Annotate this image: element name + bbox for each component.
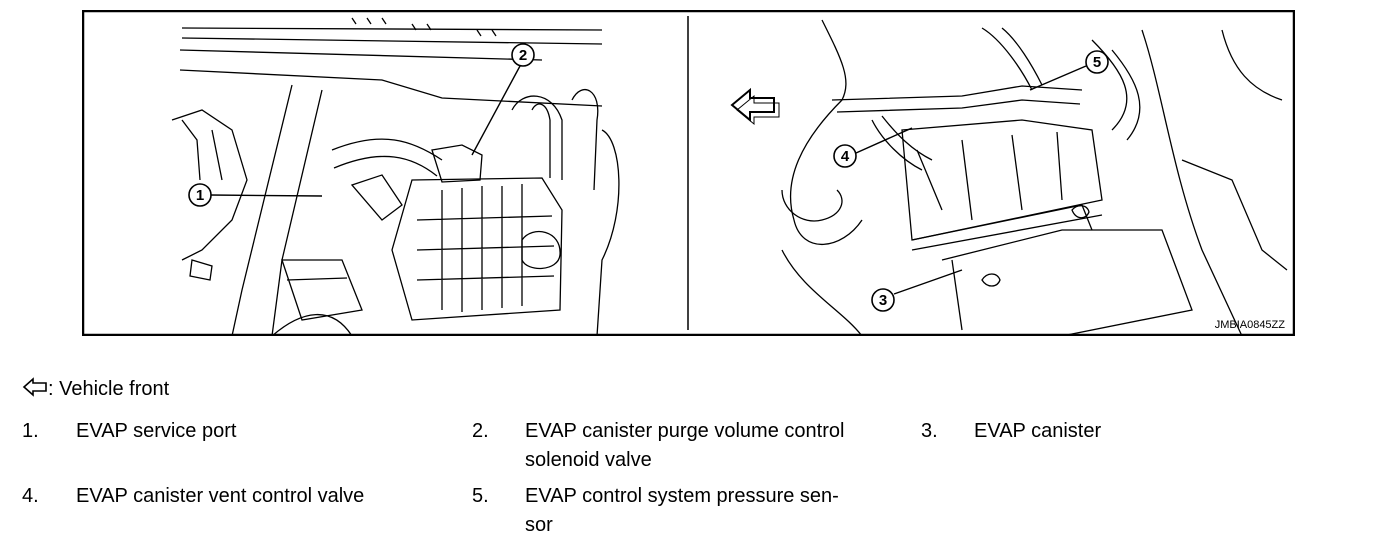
item-number: 3. <box>921 420 938 442</box>
item-text: EVAP service port <box>76 420 237 442</box>
legend-text: : Vehicle front <box>48 378 170 400</box>
item-text: EVAP canister vent control valve <box>76 485 365 507</box>
item-number: 5. <box>472 485 489 507</box>
item-number: 2. <box>472 420 489 442</box>
list-item-3: 3. EVAP canister <box>921 417 1181 447</box>
item-text-line2: solenoid valve <box>525 449 652 471</box>
svg-text:1: 1 <box>196 187 204 204</box>
list-item-1: 1. EVAP service port <box>22 417 442 447</box>
callout-2: 2 <box>471 43 535 156</box>
callout-4: 4 <box>833 127 913 168</box>
item-text-line1: EVAP control system pressure sen- <box>525 485 839 507</box>
svg-text:5: 5 <box>1093 54 1101 71</box>
item-text: EVAP canister <box>974 420 1102 442</box>
list-item-4: 4. EVAP canister vent control valve <box>22 482 442 512</box>
svg-text:2: 2 <box>519 47 527 64</box>
legend-vehicle-front: : Vehicle front <box>22 376 169 401</box>
left-panel-drawing <box>171 17 620 336</box>
list-item-2: 2. EVAP canister purge volume control so… <box>472 417 912 477</box>
right-panel-drawing <box>781 19 1288 336</box>
item-number: 4. <box>22 485 39 507</box>
component-location-figure: 1 2 <box>82 10 1295 336</box>
callout-1: 1 <box>188 183 323 207</box>
hollow-arrow-left-icon <box>22 376 48 398</box>
item-number: 1. <box>22 420 39 442</box>
figure-code: JMBIA0845ZZ <box>1215 319 1286 331</box>
item-text-line2: sor <box>525 514 553 536</box>
svg-text:4: 4 <box>841 148 850 165</box>
svg-text:3: 3 <box>879 292 887 309</box>
item-text-line1: EVAP canister purge volume control <box>525 420 845 442</box>
list-item-5: 5. EVAP control system pressure sen- sor <box>472 482 912 542</box>
vehicle-front-arrow-icon <box>730 87 780 126</box>
callout-3: 3 <box>871 269 963 312</box>
callout-5: 5 <box>1029 50 1109 91</box>
